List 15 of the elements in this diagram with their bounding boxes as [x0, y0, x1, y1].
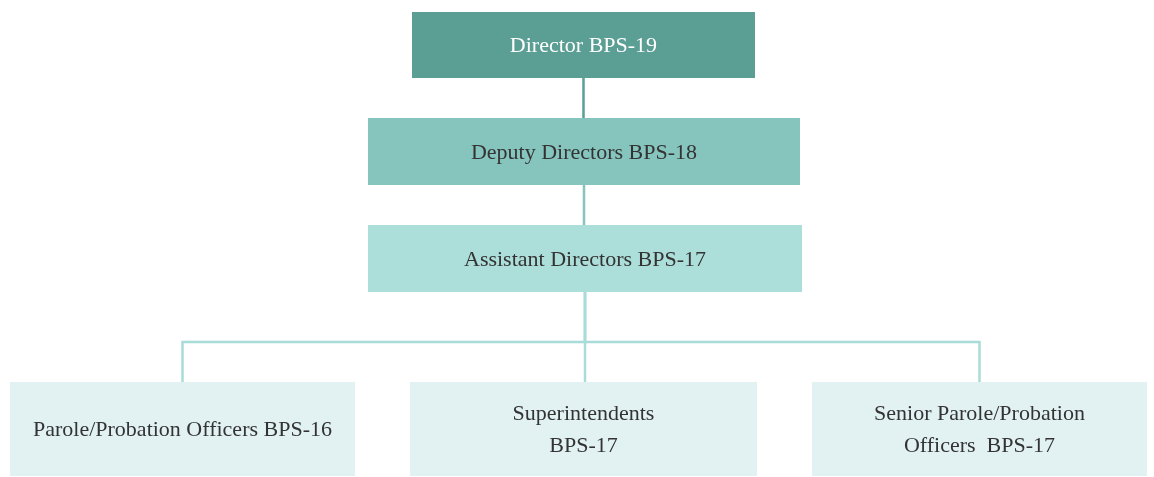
connector-line	[583, 292, 981, 382]
position-box	[812, 382, 1147, 476]
position-box	[410, 382, 757, 476]
position-title: Director BPS-19	[509, 31, 658, 60]
position-title: Superintendents BPS-17	[511, 399, 656, 459]
position-box	[412, 12, 755, 78]
position-title: Senior Parole/Probation Officers BPS-17	[873, 399, 1086, 459]
position-title: Deputy Directors BPS-18	[470, 137, 698, 166]
connector-line	[582, 78, 585, 118]
position-box	[368, 118, 800, 185]
position-title: Assistant Directors BPS-17	[464, 244, 706, 273]
connector-line	[582, 185, 586, 225]
position-box	[10, 382, 355, 476]
position-title: Parole/Probation Officers BPS-16	[33, 415, 332, 444]
position-box	[368, 225, 802, 292]
